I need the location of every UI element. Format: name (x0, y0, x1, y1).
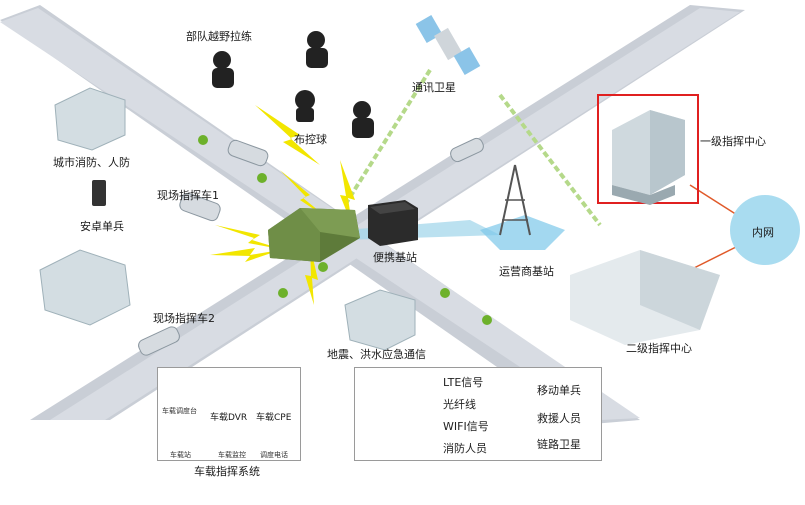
sys-cpe: 车载CPE (256, 413, 292, 423)
command-tent (268, 208, 360, 262)
vehicles (138, 137, 484, 356)
sys-monitor: 车载监控 (218, 451, 246, 459)
operator-tower-icon (480, 164, 565, 250)
intranet-circle (730, 195, 800, 265)
label-field-vehicle-1: 现场指挥车1 (157, 189, 219, 202)
city-buildings (39, 87, 416, 351)
legend-sat-link: 链路卫星 (537, 438, 581, 451)
label-intranet: 内网 (752, 226, 774, 239)
legend-rescue: 救援人员 (537, 412, 581, 425)
satellite-link-2 (498, 93, 602, 227)
label-portable-station: 便携基站 (373, 251, 417, 264)
label-comm-satellite: 通讯卫星 (412, 81, 456, 94)
sys-dvr: 车载DVR (210, 413, 248, 423)
android-phone-icon (92, 180, 106, 206)
label-level2-center: 二级指挥中心 (626, 342, 692, 355)
label-android-soldier: 安卓单兵 (80, 220, 124, 233)
legend-mobile: 移动单兵 (537, 384, 581, 397)
legend-fire: 消防人员 (443, 442, 487, 455)
legend-box: LTE信号 光纤线 WIFI信号 消防人员 移动单兵 救援人员 链路卫星 (354, 367, 602, 461)
legend-wifi: WIFI信号 (443, 420, 489, 433)
sys-dispatch-desk: 车载调度台 (162, 407, 197, 415)
level1-building (612, 110, 685, 205)
label-deploy-ball: 布控球 (294, 133, 327, 146)
lte-signals (210, 105, 355, 305)
legend-fiber: 光纤线 (443, 398, 476, 411)
fiber-line-2 (689, 244, 741, 271)
sys-station: 车载站 (170, 451, 191, 459)
portable-station-icon (368, 200, 418, 246)
satellite-icon (415, 14, 481, 76)
label-city-fire: 城市消防、人防 (53, 156, 130, 169)
label-operator-station: 运营商基站 (499, 265, 554, 278)
label-army-training: 部队越野拉练 (186, 30, 252, 43)
level2-building (570, 250, 720, 345)
label-field-vehicle-2: 现场指挥车2 (153, 312, 215, 325)
sys-phone: 调度电话 (260, 451, 288, 459)
label-vehicle-system: 车载指挥系统 (194, 465, 260, 478)
label-level1-center: 一级指挥中心 (700, 135, 766, 148)
mobile-soldiers (212, 31, 374, 138)
trees (198, 135, 492, 325)
legend-lte: LTE信号 (443, 376, 484, 389)
label-earthquake: 地震、洪水应急通信 (327, 348, 426, 361)
vehicle-system-box: 车载调度台 车载DVR 车载CPE 车载站 车载监控 调度电话 (157, 367, 301, 461)
